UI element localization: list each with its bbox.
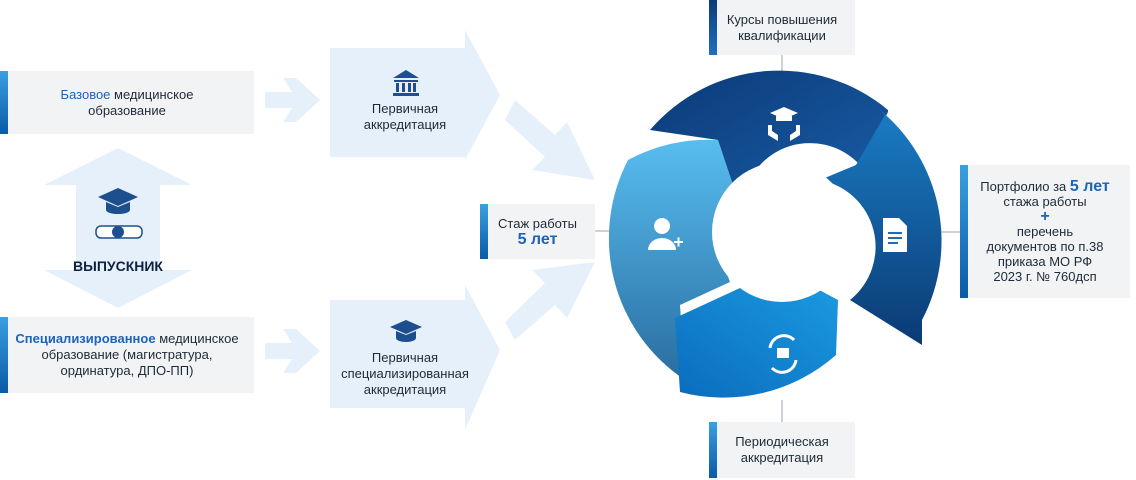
experience-label: Стаж работы: [498, 215, 577, 231]
experience-value: 5 лет: [517, 230, 558, 248]
input-basic-education: Базовое медицинское образование: [0, 71, 254, 134]
accent-bar: [709, 0, 717, 55]
experience-box: Стаж работы 5 лет: [480, 204, 595, 259]
diploma-icon: [95, 188, 143, 239]
user-add-icon: [648, 218, 683, 250]
courses-box: Курсы повышения квалификации: [709, 0, 855, 55]
document-icon: [883, 218, 907, 252]
ring-segment-right: [820, 110, 942, 345]
arrow-diagonal-down: [505, 100, 595, 180]
ring-segment-top: [650, 70, 888, 212]
institution-icon: [393, 70, 419, 96]
arrow-small-top: [265, 78, 320, 122]
primary-accreditation-label: Первичная аккредитация: [363, 101, 447, 132]
ring-segment-bottom: [675, 285, 838, 398]
portfolio-text: Портфолио за 5 лет стажа работы + перече…: [980, 178, 1110, 285]
input-specialized-education: Специализированное медицинское образован…: [0, 317, 254, 393]
ring-segment-left: [608, 139, 742, 380]
courses-text: Курсы повышения квалификации: [726, 11, 838, 43]
accent-bar: [0, 71, 8, 134]
cycle-ring: [608, 70, 942, 398]
basic-education-text: Базовое медицинское образование: [60, 86, 194, 118]
periodic-text: Периодическая аккредитация: [735, 434, 829, 465]
graduation-cap-icon: [390, 320, 422, 342]
accent-bar: [0, 317, 8, 393]
graduate-label: ВЫПУСКНИК: [73, 258, 163, 274]
accent-bar: [960, 165, 968, 298]
periodic-accreditation-box: Периодическая аккредитация: [709, 422, 855, 478]
hands-graduation-icon: [768, 107, 800, 141]
arrow-specialized-accreditation: [330, 285, 500, 430]
renew-icon: [768, 334, 798, 374]
accent-bar: [480, 204, 488, 259]
portfolio-box: Портфолио за 5 лет стажа работы + перече…: [960, 165, 1130, 298]
specialized-accreditation-label: Первичная специализированная аккредитаци…: [341, 350, 469, 397]
arrow-diagonal-up: [505, 262, 595, 340]
arrow-small-bottom: [265, 329, 320, 373]
specialized-education-text: Специализированное медицинское образован…: [15, 331, 239, 378]
accent-bar: [709, 422, 717, 478]
